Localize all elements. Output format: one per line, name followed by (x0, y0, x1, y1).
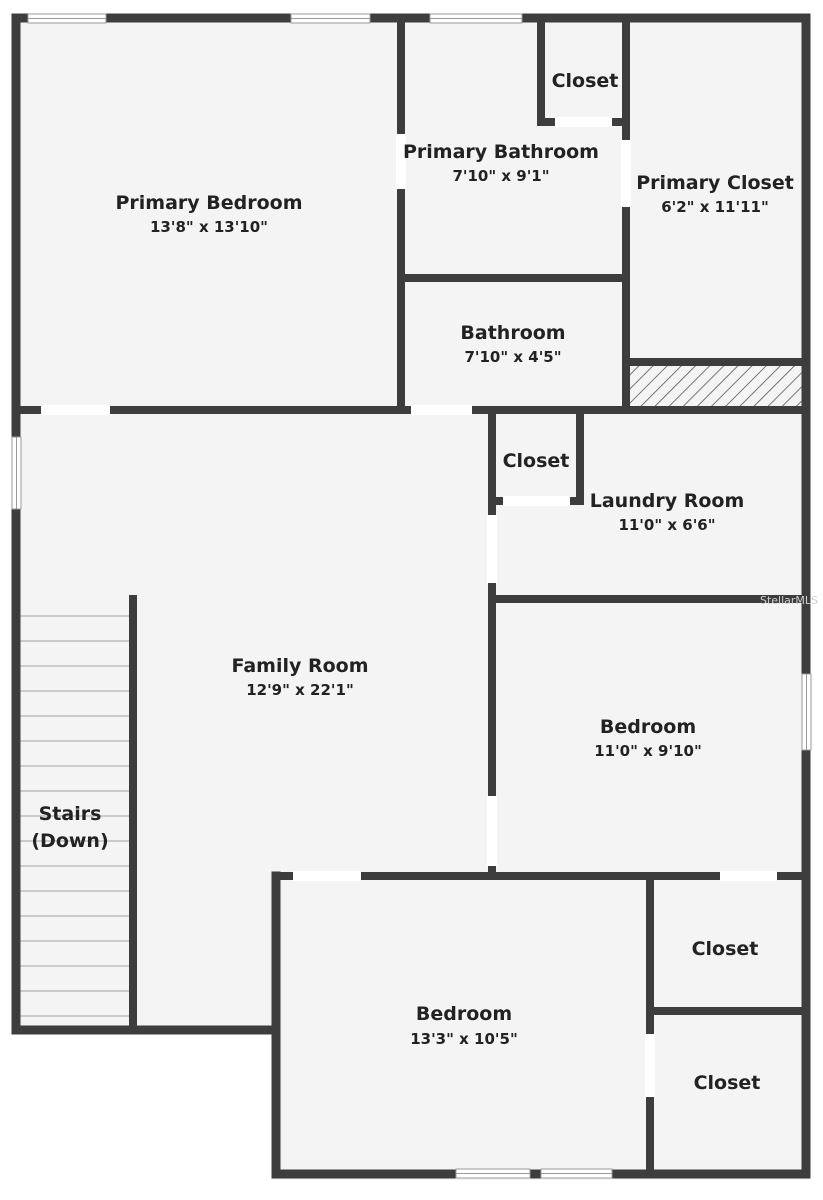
closet-br2-name: Closet (694, 1072, 761, 1094)
primary-bedroom-dims: 13'8" x 13'10" (150, 218, 268, 236)
door-openings (41, 117, 777, 1097)
primary-bathroom-dims: 7'10" x 9'1" (452, 167, 549, 185)
stairs-direction: (Down) (31, 830, 108, 852)
stairs (20, 615, 130, 1017)
closet-laundry-name: Closet (503, 450, 570, 472)
room-labels: Primary Bedroom 13'8" x 13'10" Primary B… (31, 70, 793, 1094)
bathroom-dims: 7'10" x 4'5" (464, 348, 561, 366)
primary-closet-name: Primary Closet (636, 172, 794, 194)
primary-closet-dims: 6'2" x 11'11" (661, 198, 769, 216)
primary-bedroom-name: Primary Bedroom (115, 192, 302, 214)
hatched-area (630, 366, 802, 407)
family-room-dims: 12'9" x 22'1" (246, 681, 354, 699)
windows (11, 13, 812, 1179)
laundry-room-name: Laundry Room (590, 490, 745, 512)
bathroom-name: Bathroom (460, 322, 565, 344)
bedroom-right-name: Bedroom (600, 716, 696, 738)
stairs-name: Stairs (39, 803, 102, 825)
laundry-room-dims: 11'0" x 6'6" (618, 516, 715, 534)
closet-top-name: Closet (552, 70, 619, 92)
bedroom-bottom-dims: 13'3" x 10'5" (410, 1030, 518, 1048)
family-room-name: Family Room (231, 655, 368, 677)
closet-br1-name: Closet (692, 938, 759, 960)
primary-bathroom-name: Primary Bathroom (403, 141, 599, 163)
bedroom-bottom-name: Bedroom (416, 1003, 512, 1025)
bedroom-right-dims: 11'0" x 9'10" (594, 742, 702, 760)
floor-area (12, 14, 810, 1180)
watermark: StellarMLS (760, 594, 818, 607)
